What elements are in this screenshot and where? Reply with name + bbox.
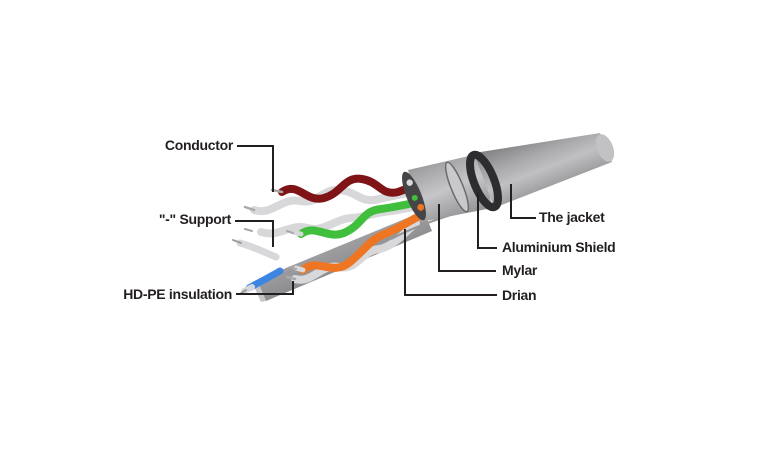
- brown-pair-brown-wire: [278, 174, 417, 203]
- open-end-orange-core: [417, 203, 425, 211]
- jacket-body: [474, 133, 612, 208]
- brown-pair-white-conductor-tip: [243, 205, 256, 212]
- orange-wire-conductor-tip: [289, 266, 297, 270]
- orange-wire-insulation-cap: [293, 265, 306, 273]
- aluminium-shield-leader-line: [477, 193, 497, 249]
- aluminium-shield-ring: [466, 150, 502, 212]
- cable-open-end: [402, 171, 426, 221]
- mylar-label: Mylar: [502, 262, 538, 278]
- conductor-leader-line: [237, 145, 274, 192]
- green-pair-green-wire: [297, 199, 418, 239]
- green-pair-white-conductor-tip: [244, 228, 253, 232]
- mylar-cut-edge: [444, 161, 470, 213]
- hdpe-insulation-label: HD-PE insulation: [123, 286, 232, 302]
- conductor-label: Conductor: [164, 137, 233, 153]
- open-end-green-core: [411, 194, 418, 201]
- open-end-white-core: [406, 179, 413, 186]
- mylar-leader-line: [438, 204, 496, 272]
- leader-lines: [235, 145, 536, 296]
- green-wire-insulation-cap: [290, 229, 304, 237]
- aluminium-shield-label: Aluminium Shield: [502, 239, 616, 255]
- white-wire-upper: [236, 239, 280, 261]
- blue-pair-wires: [232, 239, 284, 295]
- orange-pair-white-wire: [291, 219, 420, 284]
- drian-label: Drian: [502, 287, 537, 303]
- jacket-end-cap: [595, 134, 615, 162]
- jacket-leader-line: [510, 184, 536, 219]
- white-wire-upper-conductor-tip: [232, 239, 242, 244]
- orange-pair-white-conductor-tip: [285, 275, 297, 281]
- support-leader-line: [235, 220, 274, 247]
- support-label: "-" Support: [158, 211, 231, 227]
- hdpe-insulation-leader-line: [236, 281, 294, 295]
- cable-jacket: [474, 133, 615, 208]
- jacket-label: The jacket: [539, 209, 605, 225]
- drian-leader-line: [404, 229, 497, 296]
- twisted-pair-orange: [285, 211, 425, 284]
- green-wire-conductor-tip: [286, 230, 294, 234]
- orange-pair-orange-wire: [299, 211, 425, 274]
- twisted-pair-green: [244, 199, 418, 239]
